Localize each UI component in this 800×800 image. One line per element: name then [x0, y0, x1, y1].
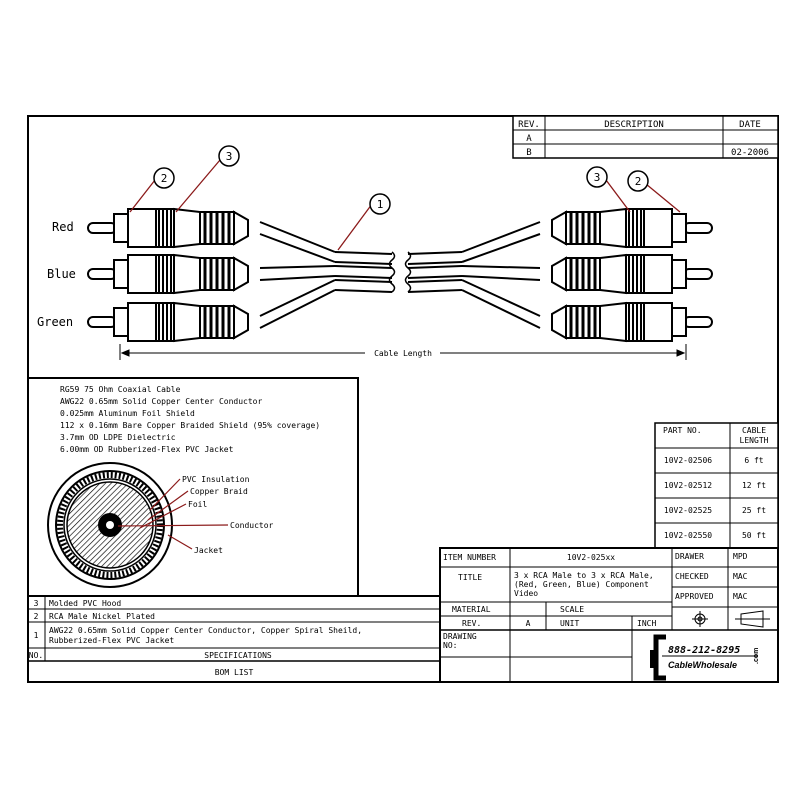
- bom-no-2: 2: [34, 612, 39, 621]
- projection-symbol-icon: [692, 611, 708, 627]
- description-header: DESCRIPTION: [604, 120, 664, 130]
- svg-text:1: 1: [377, 198, 384, 211]
- unit-value: INCH: [637, 619, 656, 628]
- svg-text:2: 2: [161, 172, 168, 185]
- rca-connector-left-green: [86, 301, 250, 343]
- rev-row-b-date: 02-2006: [731, 148, 769, 158]
- cross-section-leaders: [117, 478, 229, 550]
- title-line-1: 3 x RCA Male to 3 x RCA Male,: [514, 571, 654, 580]
- rca-connector-left-red: [86, 207, 250, 249]
- drawer-value: MPD: [733, 552, 748, 561]
- cable-length-dimension: [119, 344, 687, 360]
- date-header: DATE: [739, 120, 761, 130]
- checked-value: MAC: [733, 572, 748, 581]
- callout-3-left: 3: [218, 145, 240, 167]
- spec-line-3: 0.025mm Aluminum Foil Shield: [60, 409, 195, 418]
- spec-line-4: 112 x 0.16mm Bare Copper Braided Shield …: [60, 421, 320, 430]
- spec-line-2: AWG22 0.65mm Solid Copper Center Conduct…: [60, 397, 262, 406]
- svg-text:3: 3: [594, 171, 601, 184]
- material-label: MATERIAL: [452, 605, 491, 614]
- logo-suffix: .com: [753, 648, 760, 664]
- cable-length-header-2: LENGTH: [740, 436, 769, 445]
- callout-3-right: 3: [586, 166, 608, 188]
- part-number-table: PART NO. CABLE LENGTH 10V2-02506 6 ft 10…: [654, 422, 779, 549]
- bom-item-1-line-2: Rubberized-Flex PVC Jacket: [49, 636, 174, 645]
- callout-2-left: 2: [153, 167, 175, 189]
- svg-text:2: 2: [635, 175, 642, 188]
- part-row-1: 10V2-02506: [664, 456, 712, 465]
- bom-no-3: 3: [34, 599, 39, 608]
- cablewholesale-logo: 888-212-8295 CableWholesale .com: [650, 634, 760, 681]
- title-line-3: Video: [514, 589, 538, 598]
- unit-label: UNIT: [560, 619, 579, 628]
- rca-connector-right-red: [550, 207, 714, 249]
- bom-table: 3 Molded PVC Hood 2 RCA Male Nickel Plat…: [27, 595, 441, 683]
- right-cable-runs: [407, 221, 541, 329]
- item-number-label: ITEM NUMBER: [443, 553, 496, 562]
- length-row-1: 6 ft: [744, 456, 763, 465]
- bom-item-1: AWG22 0.65mm Solid Copper Center Conduct…: [49, 626, 362, 635]
- svg-text:3: 3: [226, 150, 233, 163]
- logo-brand: CableWholesale: [668, 660, 737, 670]
- foil-label: Foil: [188, 500, 207, 509]
- callout-leaders: [129, 159, 681, 251]
- title-line-2: (Red, Green, Blue) Component: [514, 580, 649, 589]
- rca-connector-left-blue: [86, 253, 250, 295]
- logo-phone: 888-212-8295: [668, 645, 740, 656]
- rev-row-a: A: [526, 134, 532, 144]
- callout-2-right: 2: [627, 170, 649, 192]
- label-red: Red: [52, 220, 74, 234]
- rev-row-b: B: [526, 148, 531, 158]
- spec-line-1: RG59 75 Ohm Coaxial Cable: [60, 385, 181, 394]
- rev-label: REV.: [462, 619, 481, 628]
- title-label: TITLE: [458, 573, 482, 582]
- checked-label: CHECKED: [675, 572, 709, 581]
- approved-value: MAC: [733, 592, 748, 601]
- part-row-3: 10V2-02525: [664, 506, 712, 515]
- copper-braid-label: Copper Braid: [190, 487, 248, 496]
- bom-spec-header: SPECIFICATIONS: [204, 651, 272, 660]
- pvc-insulation-label: PVC Insulation: [182, 475, 250, 484]
- bom-item-2: RCA Male Nickel Plated: [49, 612, 155, 621]
- part-row-4: 10V2-02550: [664, 531, 712, 540]
- jacket-label: Jacket: [194, 546, 223, 555]
- bom-footer: BOM LIST: [215, 668, 254, 677]
- bom-item-3: Molded PVC Hood: [49, 599, 121, 608]
- spec-line-5: 3.7mm OD LDPE Dielectric: [60, 433, 176, 442]
- revision-table: REV. DESCRIPTION DATE A B 02-2006: [512, 115, 779, 159]
- drawer-label: DRAWER: [675, 552, 704, 561]
- scale-label: SCALE: [560, 605, 584, 614]
- rca-connector-right-blue: [550, 253, 714, 295]
- length-row-4: 50 ft: [742, 531, 766, 540]
- spec-line-6: 6.00mm OD Rubberized-Flex PVC Jacket: [60, 445, 234, 454]
- drawing-no-label-2: NO:: [443, 641, 457, 650]
- rev-header: REV.: [518, 120, 540, 130]
- label-blue: Blue: [47, 267, 76, 281]
- part-no-header: PART NO.: [663, 426, 702, 435]
- specs-box: RG59 75 Ohm Coaxial Cable AWG22 0.65mm S…: [27, 377, 359, 597]
- rca-connector-right-green: [550, 301, 714, 343]
- label-green: Green: [37, 315, 73, 329]
- bom-no-1: 1: [34, 631, 39, 640]
- conductor-label: Conductor: [230, 521, 274, 530]
- bom-no-header: NO.: [29, 651, 43, 660]
- approved-label: APPROVED: [675, 592, 714, 601]
- cable-length-header-1: CABLE: [742, 426, 766, 435]
- drawing-no-label-1: DRAWING: [443, 632, 477, 641]
- cable-cross-section: [47, 462, 173, 588]
- cable-diagram: Red Blue Green: [37, 145, 714, 360]
- length-row-2: 12 ft: [742, 481, 766, 490]
- taper-symbol-icon: [735, 610, 770, 628]
- break-marks: [388, 251, 412, 293]
- cable-length-label: Cable Length: [374, 349, 432, 358]
- rev-value: A: [526, 619, 531, 628]
- callout-1: 1: [369, 193, 391, 215]
- length-row-3: 25 ft: [742, 506, 766, 515]
- part-row-2: 10V2-02512: [664, 481, 712, 490]
- title-block: ITEM NUMBER 10V2-025xx TITLE 3 x RCA Mal…: [439, 547, 779, 683]
- left-cable-runs: [259, 221, 393, 329]
- item-number-value: 10V2-025xx: [567, 553, 615, 562]
